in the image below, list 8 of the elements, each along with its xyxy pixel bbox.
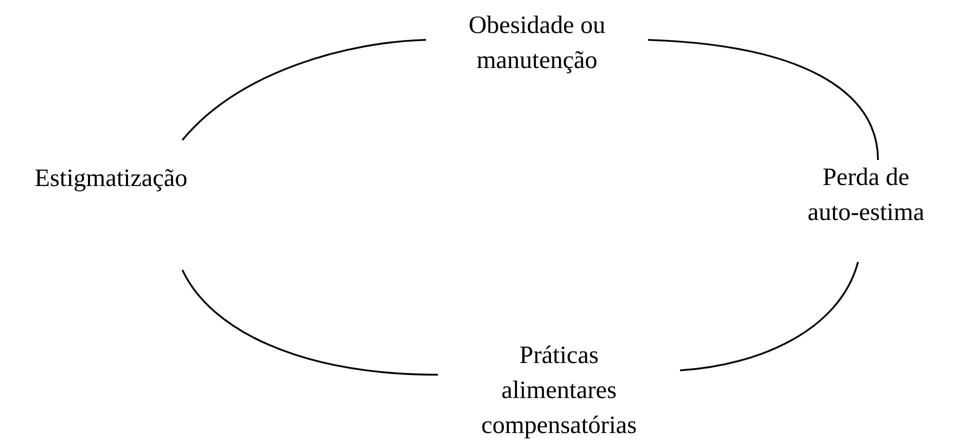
cycle-connector	[680, 262, 859, 372]
cycle-stage-label: Estigmatização	[34, 164, 188, 194]
cycle-connector	[182, 38, 426, 141]
cycle-connector	[648, 38, 879, 160]
cycle-stage-label: Perda de auto-estima	[806, 163, 926, 228]
cycle-stage-label: Obesidade ou manutenção	[468, 11, 606, 76]
cycle-stage-label: Práticas alimentares compensatórias	[480, 341, 638, 441]
cycle-connector	[182, 270, 438, 376]
